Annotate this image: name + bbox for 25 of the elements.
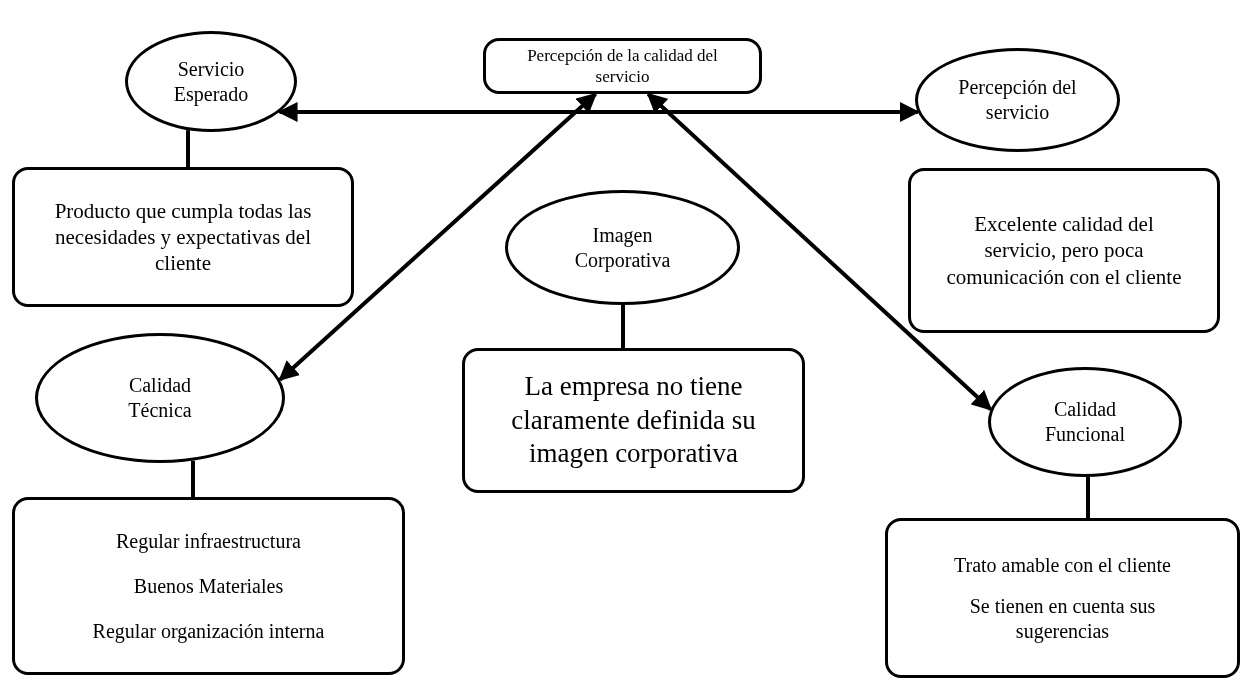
- node-text: Calidad Funcional: [1044, 397, 1126, 447]
- double-arrow: [646, 92, 993, 411]
- connector-line: [621, 305, 625, 348]
- node-text: Servicio Esperado: [172, 56, 250, 107]
- node-text: Calidad Técnica: [127, 373, 193, 423]
- rounded-box: [885, 518, 1240, 678]
- node-text: Percepción del servicio: [957, 75, 1078, 125]
- rounded-box: [908, 168, 1220, 333]
- node-text: Excelente calidad del servicio, pero poca comunicación con el cliente: [945, 211, 1183, 290]
- rounded-box: [483, 38, 762, 94]
- node-text: Percepción de la calidad del servicio: [526, 44, 719, 88]
- node-text: Trato amable con el cliente: [954, 552, 1171, 578]
- node-text: Imagen Corporativa: [573, 222, 672, 273]
- node-text: Se tienen en cuenta sus sugerencias: [968, 593, 1157, 644]
- rounded-box: [12, 497, 405, 675]
- node-text: Regular organización interna: [92, 618, 325, 644]
- node-text: Buenos Materiales: [133, 573, 284, 599]
- connector-line: [1086, 476, 1090, 518]
- rounded-box: [12, 167, 354, 307]
- double-arrow: [278, 92, 597, 382]
- node-text: La empresa no tiene claramente definida su imagen corporativa: [510, 369, 757, 471]
- connector-line: [186, 130, 190, 167]
- node-text: Regular infraestructura: [116, 528, 301, 554]
- rounded-box: [462, 348, 805, 493]
- node-text: Producto que cumpla todas las necesidades y expectativas del cliente: [53, 197, 313, 277]
